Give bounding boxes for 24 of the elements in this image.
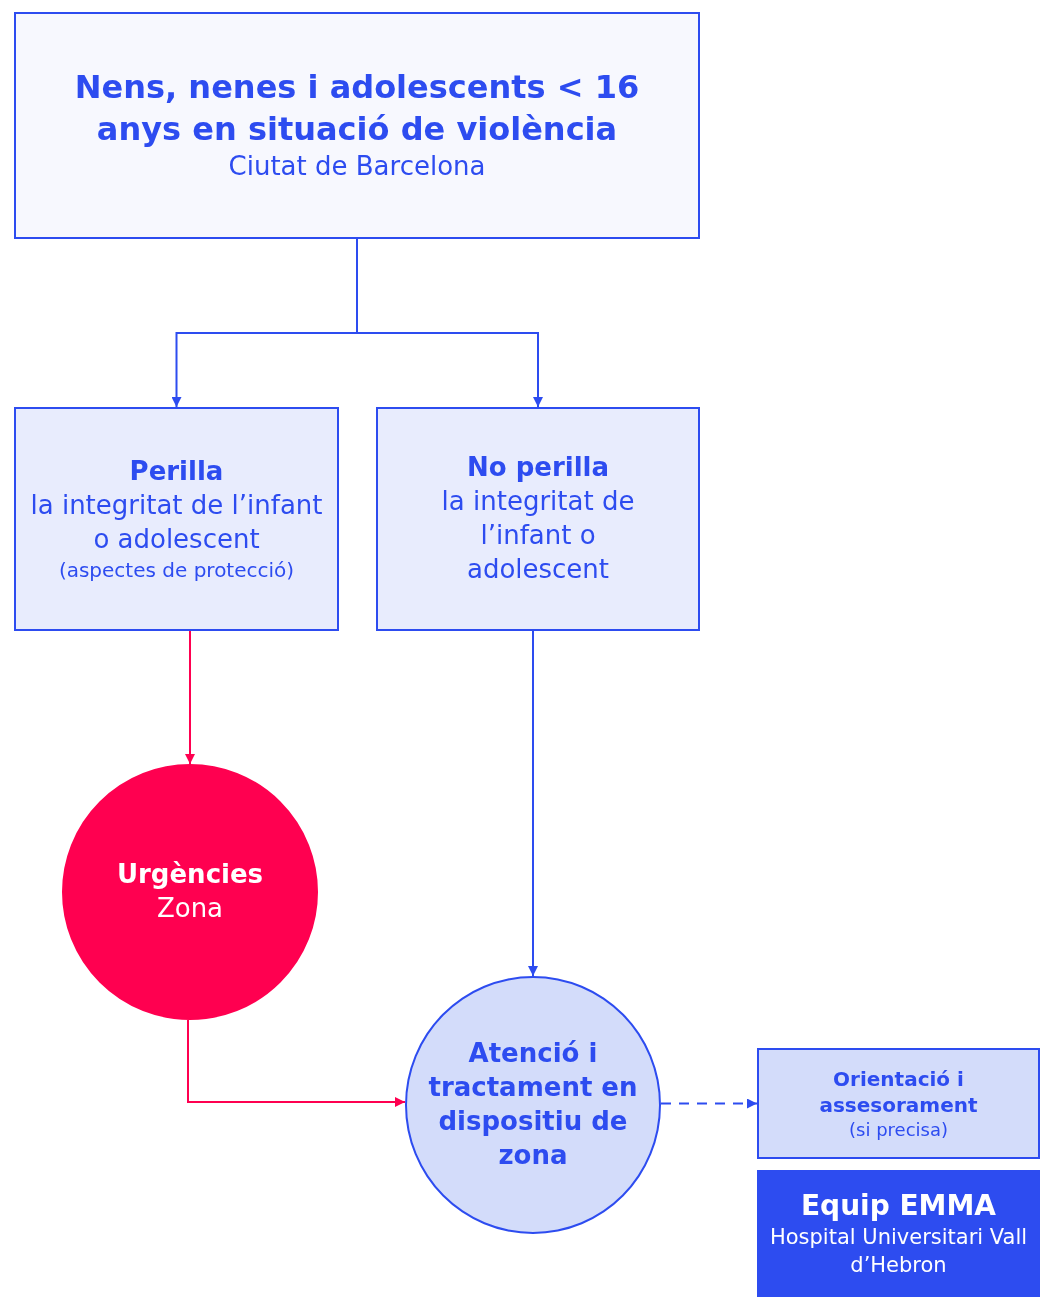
heading: Nens, nenes i adolescents < 16 anys en situació de violència: [73, 67, 641, 150]
heading: Orientació i assesorament: [818, 1065, 979, 1118]
process-box: [14, 407, 339, 631]
arrow: [185, 630, 195, 765]
subtitle: Zona: [156, 892, 224, 925]
heading: Equip EMMA: [801, 1188, 996, 1224]
subtitle: Ciutat de Barcelona: [228, 150, 486, 184]
process-box: [757, 1170, 1040, 1297]
arrow: [528, 630, 538, 977]
note: (aspectes de protecció): [58, 556, 295, 583]
heading: Atenció i tractament en dispositiu de zona: [427, 1037, 639, 1172]
process-box: [757, 1048, 1040, 1159]
heading: No perilla: [467, 451, 609, 485]
body-text: la integritat de l’infant o adolescent: [29, 489, 324, 556]
process-box: [376, 407, 700, 631]
process-box: [14, 12, 700, 239]
heading: Urgències: [116, 858, 264, 892]
body-text: la integritat de l’infant o adolescent: [440, 485, 636, 586]
subtitle: Hospital Universitari Vall d’Hebron: [769, 1224, 1028, 1279]
heading: Perilla: [129, 455, 224, 489]
arrow: [187, 1019, 406, 1107]
dashed-arrow: [660, 1098, 758, 1109]
note: (si precisa): [849, 1117, 948, 1142]
arrow: [356, 238, 543, 408]
